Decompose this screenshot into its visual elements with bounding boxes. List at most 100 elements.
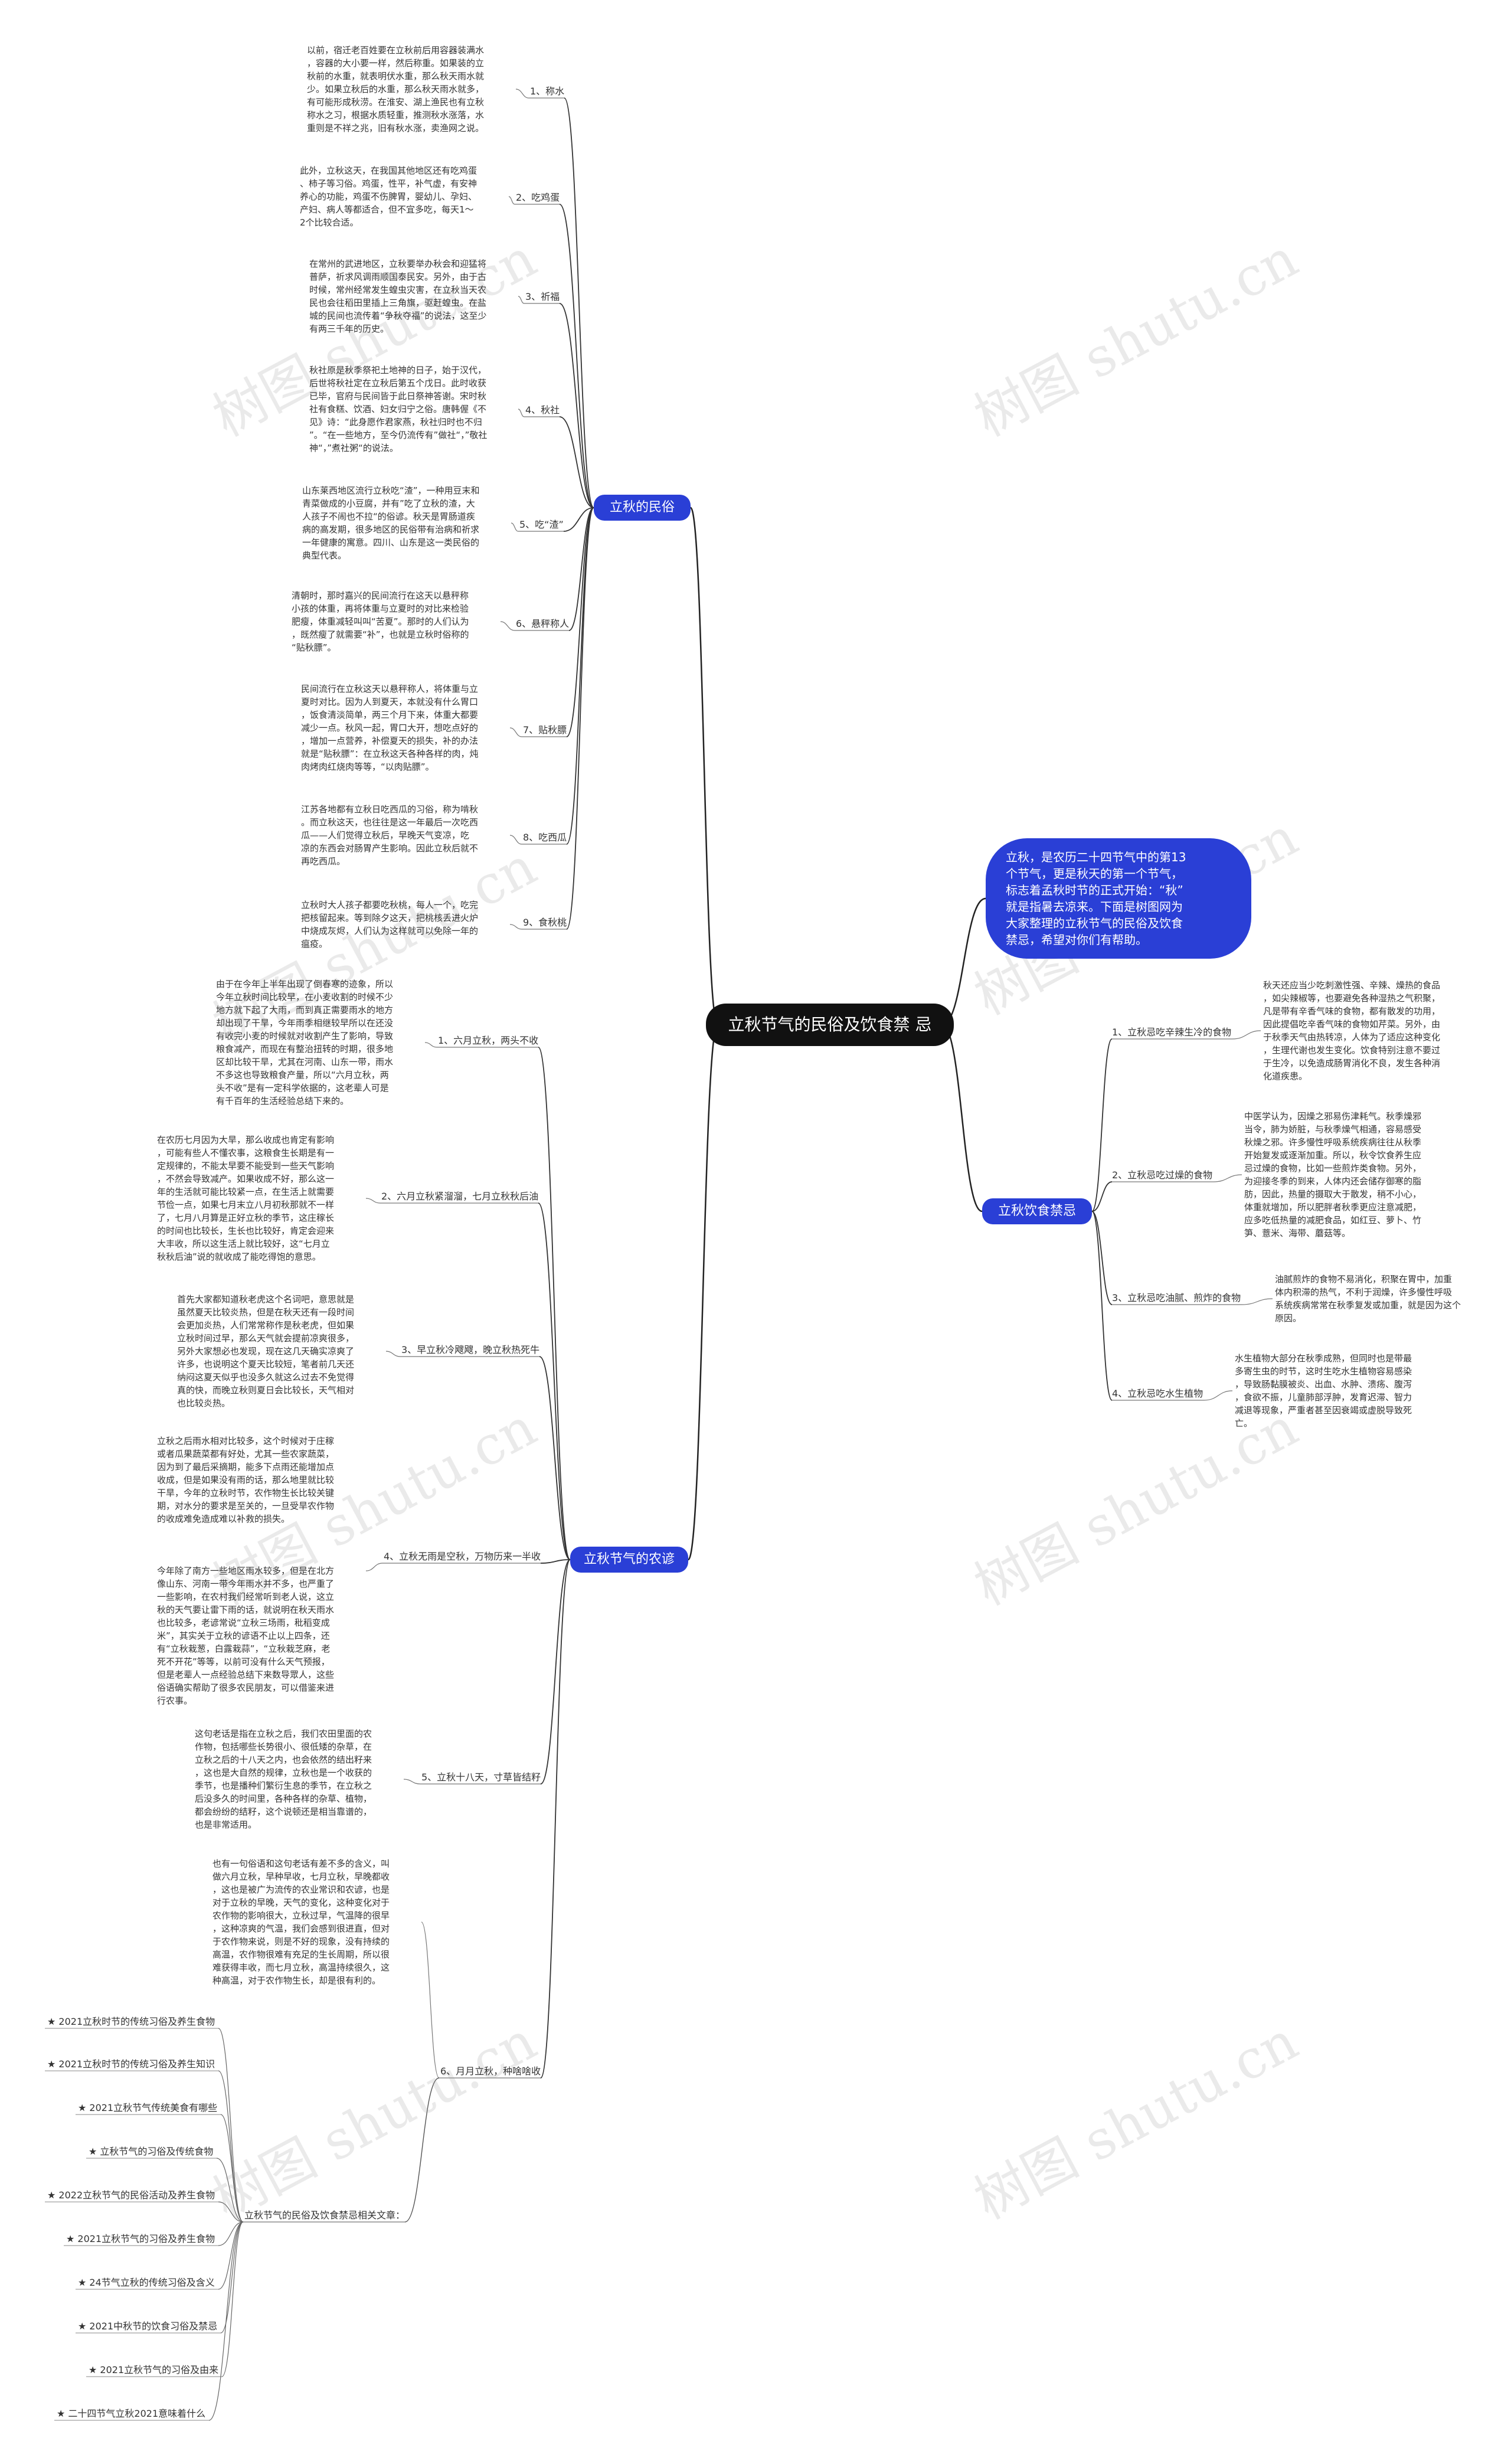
connector-line [500, 621, 515, 631]
folk-item-text: 在常州的武进地区，立秋要举办秋会和迎猛将 普萨，祈求风调雨顺国泰民安。另外，由于… [309, 259, 487, 334]
diet-item-text: 水生植物大部分在秋季成熟，但同时也是带最 多寄生虫的时节，这时生吃水生植物容易感… [1235, 1353, 1412, 1429]
related-articles-label[interactable]: 立秋节气的民俗及饮食禁忌相关文章： [244, 2210, 405, 2221]
branch-diet-taboos[interactable]: 立秋饮食禁忌 [982, 1198, 1092, 1224]
connector-line [559, 416, 594, 508]
related-link[interactable]: ★ 立秋节气的习俗及传统食物 [89, 2146, 214, 2157]
branch-farm-proverbs[interactable]: 立秋节气的农谚 [570, 1547, 688, 1573]
diet-item-text: 油腻煎炸的食物不易消化，积聚在胃中，加重 体内积滞的热气，不利于润燥，许多慢性呼… [1275, 1274, 1461, 1323]
connector-line [365, 1198, 381, 1204]
farm-item-text: 首先大家都知道秋老虎这个名词吧，意思就是 虽然夏天比较炎热，但是在秋天还有一段时… [177, 1294, 355, 1409]
connector-line [220, 2221, 244, 2334]
folk-item-text: 山东莱西地区流行立秋吃“渣”，一种用豆末和 青菜做成的小豆腐，并有”吃了立秋的渣… [302, 485, 480, 561]
connector-line [539, 1356, 571, 1560]
diet-item-label[interactable]: 4、立秋忌吃水生植物 [1112, 1388, 1203, 1399]
connector-line [518, 296, 525, 304]
diet-item-label[interactable]: 1、立秋忌吃辛辣生冷的食物 [1112, 1027, 1232, 1038]
connector-line [540, 1559, 571, 1785]
connector-line [509, 835, 522, 845]
diet-item-text: 秋天还应当少吃刺激性强、辛辣、燥热的食品 ，如尖辣椒等，也要避免各种湿热之气积聚… [1263, 980, 1441, 1081]
connector-line [403, 1779, 421, 1785]
connector-line [509, 924, 522, 930]
folk-item-label[interactable]: 4、秋社 [525, 404, 560, 416]
farm-item-text: 也有一句俗语和这句老话有差不多的含义，叫 做六月立秋，早种早收，七月立秋，早晚都… [212, 1858, 390, 1986]
folk-item-text: 秋社原是秋季祭祀土地神的日子，始于汉代， 后世将秋社定在立秋后第五个戊日。此时收… [309, 365, 488, 453]
connector-line [566, 507, 594, 845]
root-topic[interactable]: 立秋节气的民俗及饮食禁 忌 [706, 1004, 954, 1046]
farm-item-label[interactable]: 6、月月立秋，种啥啥收 [440, 2066, 541, 2077]
folk-item-text: 立秋时大人孩子都要吃秋桃，每人一个，吃完 把核留起来。等到除夕这天，把桃核丢进火… [301, 900, 479, 949]
folk-item-label[interactable]: 6、悬秤称人 [516, 618, 570, 629]
folk-item-text: 以前，宿迁老百姓要在立秋前后用容器装满水 ，容器的大小要一样，然后称重。如果装的… [307, 45, 485, 133]
connector-line [564, 97, 594, 508]
branch-folk-customs[interactable]: 立秋的民俗 [594, 495, 691, 521]
folk-item-label[interactable]: 9、食秋桃 [523, 917, 567, 928]
folk-item-label[interactable]: 2、吃鸡蛋 [516, 192, 560, 203]
connector-line [941, 1024, 983, 1213]
related-link[interactable]: ★ 二十四节气立秋2021意味着什么 [57, 2408, 206, 2419]
connector-line [508, 196, 515, 205]
folk-item-label[interactable]: 1、称水 [530, 86, 565, 97]
connector-line [218, 2028, 244, 2223]
connector-line [1203, 1390, 1233, 1401]
connector-line [218, 2221, 244, 2246]
diet-item-text: 中医学认为，因燥之邪易伤津耗气。秋季燥邪 当令，肺为娇脏，与秋季燥气相通，容易感… [1244, 1111, 1422, 1238]
connector-line [208, 2221, 244, 2421]
connector-line [687, 1024, 719, 1561]
diet-item-label[interactable]: 3、立秋忌吃油腻、煎炸的食物 [1112, 1292, 1241, 1303]
connector-line [941, 897, 986, 1026]
farm-item-label[interactable]: 5、立秋十八天，寸草皆结籽 [421, 1772, 541, 1783]
connector-line [421, 1921, 440, 2079]
connector-line [221, 2221, 244, 2377]
connector-line [566, 507, 594, 737]
connector-line [1232, 1030, 1261, 1040]
connector-line [385, 1351, 401, 1357]
folk-item-text: 民间流行在立秋这天以悬秤称人，将体重与立 夏时对比。因为人到夏天，本就没有什么胃… [301, 684, 479, 772]
related-link[interactable]: ★ 24节气立秋的传统习俗及含义 [78, 2277, 215, 2288]
connector-line [220, 2114, 244, 2223]
diet-item-label[interactable]: 2、立秋忌吃过燥的食物 [1112, 1169, 1213, 1181]
connector-line [689, 506, 719, 1026]
folk-item-label[interactable]: 8、吃西瓜 [523, 832, 567, 843]
connector-line [538, 1047, 571, 1560]
connector-line [559, 204, 594, 508]
connector-line [218, 2221, 244, 2290]
connector-line [365, 1563, 383, 1571]
connector-line [563, 507, 594, 532]
folk-item-label[interactable]: 5、吃“渣” [519, 519, 564, 530]
related-link[interactable]: ★ 2021中秋节的饮食习俗及禁忌 [78, 2321, 218, 2332]
folk-item-text: 江苏各地都有立秋日吃西瓜的习俗，称为啃秋 。而立秋这天，也往往是这一年最后一次吃… [301, 804, 479, 867]
connector-line [1091, 1181, 1113, 1212]
connector-line [1091, 1211, 1113, 1401]
connector-line [511, 522, 519, 532]
farm-item-label[interactable]: 3、早立秋冷飕飕，晚立秋热死牛 [401, 1344, 540, 1355]
related-link[interactable]: ★ 2021立秋节气传统美食有哪些 [78, 2102, 218, 2113]
farm-item-label[interactable]: 4、立秋无雨是空秋，万物历来一半收 [384, 1551, 541, 1562]
connector-line [566, 507, 594, 930]
farm-item-text: 由于在今年上半年出现了倒春寒的迹象，所以 今年立秋时间比较早，在小麦收割的时候不… [216, 979, 394, 1106]
connector-line [404, 2077, 440, 2223]
related-link[interactable]: ★ 2021立秋时节的传统习俗及养生食物 [47, 2016, 215, 2027]
related-link[interactable]: ★ 2021立秋节气的习俗及由来 [89, 2364, 219, 2375]
connector-line [1091, 1211, 1113, 1305]
connector-line [515, 89, 529, 99]
folk-item-text: 清朝时，那时嘉兴的民间流行在这天以悬秤称 小孩的体重，再将体重与立夏时的对比来检… [292, 590, 469, 653]
connector-line [216, 2158, 244, 2223]
farm-item-text: 在农历七月因为大旱，那么收成也肯定有影响 ，可能有些人不懂农事，这粮食生长期是有… [157, 1135, 335, 1262]
connector-line [1091, 1038, 1113, 1212]
intro-summary[interactable]: 立秋，是农历二十四节气中的第13 个节气，更是秋天的第一个节气， 标志着孟秋时节… [986, 838, 1251, 959]
folk-item-label[interactable]: 3、祈福 [525, 291, 560, 302]
farm-item-text: 这句老话是指在立秋之后，我们农田里面的农 作物，包括哪些长势很小、很低矮的杂草，… [195, 1728, 372, 1830]
related-link[interactable]: ★ 2021立秋节气的习俗及养生食物 [66, 2233, 215, 2244]
connector-line [540, 1559, 571, 1564]
connector-line [1241, 1298, 1273, 1305]
farm-item-label[interactable]: 1、六月立秋，两头不收 [438, 1035, 539, 1046]
connector-line [509, 727, 522, 737]
farm-item-label[interactable]: 2、六月立秋紧溜溜，七月立秋秋后油 [381, 1191, 539, 1202]
related-link[interactable]: ★ 2021立秋时节的传统习俗及养生知识 [47, 2058, 215, 2070]
related-link[interactable]: ★ 2022立秋节气的民俗活动及养生食物 [47, 2190, 215, 2201]
connector-line [559, 303, 594, 508]
folk-item-label[interactable]: 7、贴秋膘 [523, 724, 567, 736]
connector-line [218, 2201, 244, 2223]
